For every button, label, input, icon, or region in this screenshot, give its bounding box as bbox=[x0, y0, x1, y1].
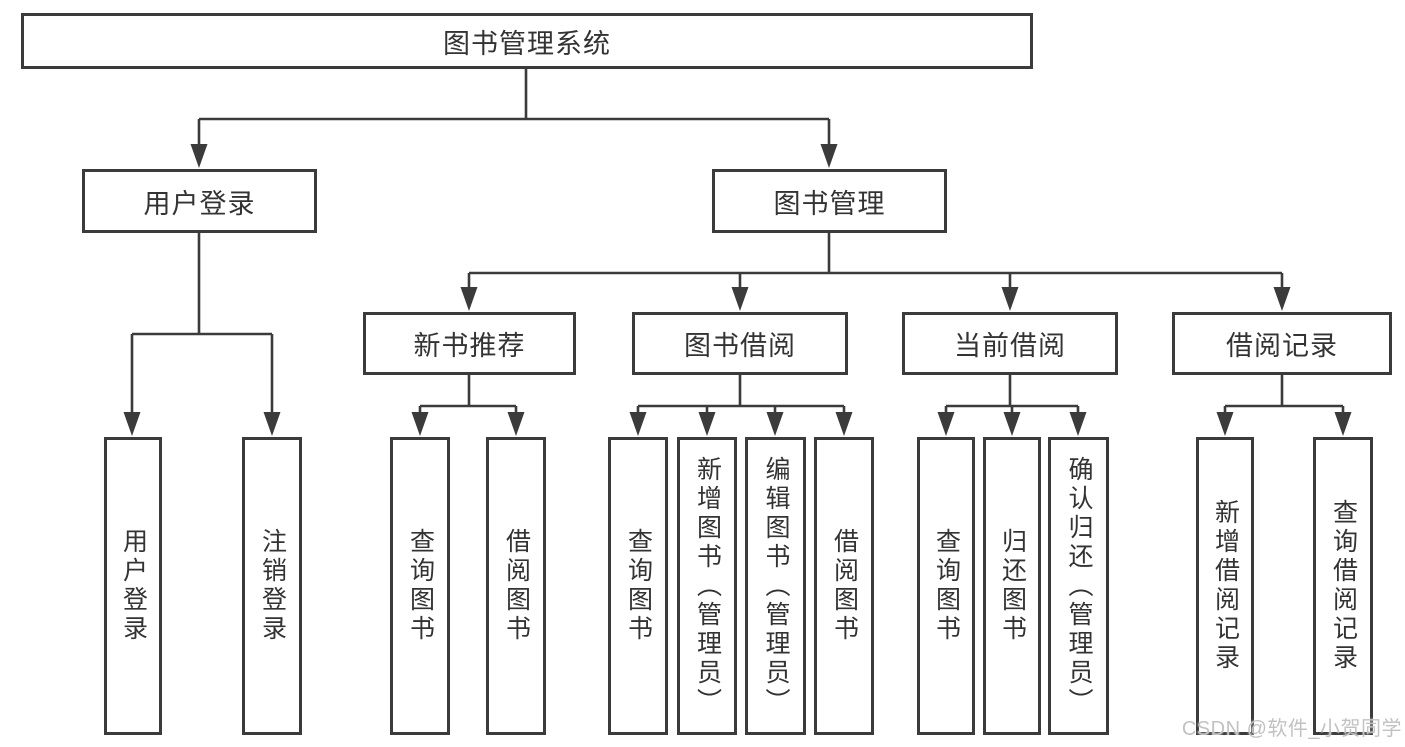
connector-root-to-level2 bbox=[197, 69, 831, 145]
arrow-down-icon bbox=[1334, 412, 1352, 436]
connector-book-management-children bbox=[467, 233, 1284, 288]
leaf-query-borrow-record-label: 查询借阅记录 bbox=[1329, 499, 1358, 673]
arrow-down-icon bbox=[1001, 287, 1019, 311]
node-book-management: 图书管理 bbox=[712, 169, 947, 233]
arrow-down-icon bbox=[1069, 412, 1087, 436]
leaf-return-book: 归还图书 bbox=[983, 437, 1041, 735]
leaf-edit-book-admin: 编辑图书（管理员） bbox=[745, 437, 806, 735]
leaf-add-book-admin-label: 新增图书（管理员） bbox=[693, 455, 722, 717]
leaf-query-borrow-record: 查询借阅记录 bbox=[1313, 437, 1373, 735]
node-borrow-records-label: 借阅记录 bbox=[1226, 331, 1338, 361]
node-borrow-records: 借阅记录 bbox=[1172, 312, 1392, 375]
arrow-down-icon bbox=[698, 412, 716, 436]
node-user-login-label: 用户登录 bbox=[143, 188, 256, 219]
leaf-query-books-borrow-label: 查询图书 bbox=[624, 528, 653, 644]
leaf-return-book-label: 归还图书 bbox=[998, 528, 1027, 644]
csdn-watermark: CSDN @软件_小贺同学 bbox=[1181, 718, 1402, 740]
leaf-logout: 注销登录 bbox=[242, 437, 302, 735]
leaf-borrow-books-label: 借阅图书 bbox=[830, 528, 859, 644]
node-book-management-label: 图书管理 bbox=[773, 188, 886, 219]
arrow-down-icon bbox=[766, 412, 784, 436]
connector-new-book-children bbox=[418, 375, 518, 413]
node-library-system-label: 图书管理系统 bbox=[443, 28, 611, 59]
node-current-borrow: 当前借阅 bbox=[902, 312, 1118, 375]
leaf-query-books-recommend-label: 查询图书 bbox=[406, 528, 435, 644]
arrow-down-icon bbox=[123, 412, 141, 436]
node-new-book-recommend: 新书推荐 bbox=[363, 312, 576, 375]
leaf-logout-label: 注销登录 bbox=[258, 528, 287, 644]
arrow-down-icon bbox=[460, 287, 478, 311]
arrow-down-icon bbox=[731, 287, 749, 311]
node-book-borrow: 图书借阅 bbox=[632, 312, 848, 375]
connector-book-borrow-children bbox=[636, 375, 846, 413]
leaf-query-books-borrow: 查询图书 bbox=[608, 437, 668, 735]
arrow-down-icon bbox=[507, 412, 525, 436]
node-new-book-recommend-label: 新书推荐 bbox=[413, 331, 526, 361]
leaf-user-login: 用户登录 bbox=[104, 437, 162, 735]
connector-current-borrow-children bbox=[944, 375, 1080, 413]
leaf-edit-book-admin-label: 编辑图书（管理员） bbox=[762, 455, 790, 717]
arrow-down-icon bbox=[835, 412, 853, 436]
connector-borrow-records-children bbox=[1223, 375, 1345, 413]
leaf-query-books-current: 查询图书 bbox=[917, 437, 975, 735]
leaf-add-book-admin: 新增图书（管理员） bbox=[677, 437, 737, 735]
connector-user-login-children bbox=[130, 233, 274, 413]
arrow-down-icon bbox=[190, 144, 208, 168]
leaf-borrow-books-recommend: 借阅图书 bbox=[486, 437, 546, 735]
arrow-down-icon bbox=[263, 412, 281, 436]
leaf-add-borrow-record-label: 新增借阅记录 bbox=[1211, 499, 1240, 673]
leaf-confirm-return-admin: 确认归还（管理员） bbox=[1048, 437, 1109, 735]
leaf-user-login-label: 用户登录 bbox=[119, 528, 148, 644]
node-library-system: 图书管理系统 bbox=[21, 13, 1033, 69]
leaf-borrow-books-recommend-label: 借阅图书 bbox=[502, 528, 531, 644]
arrow-down-icon bbox=[937, 412, 955, 436]
arrow-down-icon bbox=[1003, 412, 1021, 436]
leaf-borrow-books: 借阅图书 bbox=[814, 437, 874, 735]
arrow-down-icon bbox=[1273, 287, 1291, 311]
leaf-confirm-return-admin-label: 确认归还（管理员） bbox=[1065, 455, 1093, 717]
node-book-borrow-label: 图书借阅 bbox=[684, 331, 796, 361]
leaf-query-books-current-label: 查询图书 bbox=[932, 528, 961, 644]
node-user-login: 用户登录 bbox=[82, 169, 317, 233]
node-current-borrow-label: 当前借阅 bbox=[954, 331, 1066, 361]
arrow-down-icon bbox=[629, 412, 647, 436]
arrow-down-icon bbox=[1216, 412, 1234, 436]
leaf-add-borrow-record: 新增借阅记录 bbox=[1196, 437, 1254, 735]
leaf-query-books-recommend: 查询图书 bbox=[390, 437, 450, 735]
arrow-down-icon bbox=[820, 144, 838, 168]
arrow-down-icon bbox=[411, 412, 429, 436]
